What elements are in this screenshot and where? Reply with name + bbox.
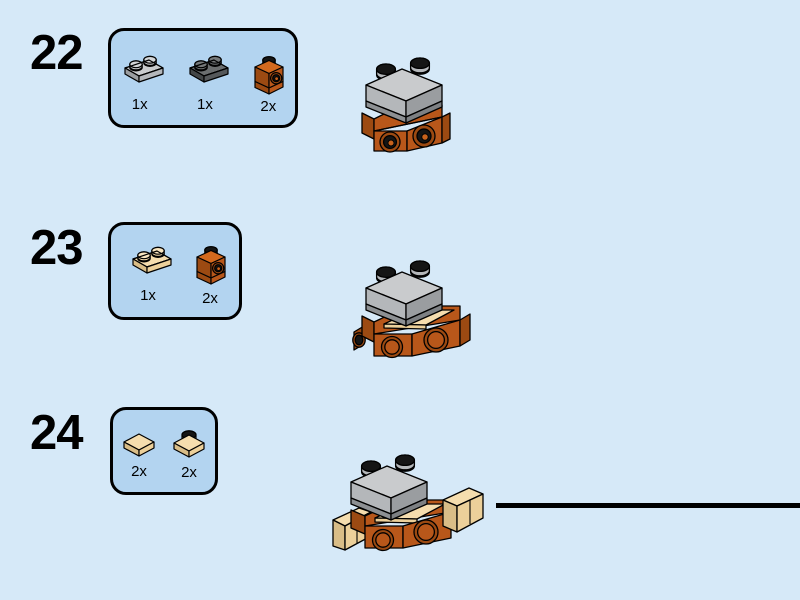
assembly-step-24 (325, 452, 510, 562)
parts-row: 1x (111, 31, 295, 131)
part-plate-1x1-tan[interactable]: 2x (166, 426, 212, 480)
part-qty: 2x (131, 463, 147, 480)
part-brick-1x1-side-stud-orange-23[interactable]: 2x (183, 244, 237, 306)
plate-1x2-light-gray-icon (112, 55, 168, 96)
parts-callout-step-24: 2x (110, 407, 218, 495)
part-plate-1x2-dark-gray[interactable]: 1x (176, 55, 233, 113)
page-divider-rule (496, 503, 800, 508)
part-qty: 1x (140, 287, 156, 304)
part-qty: 1x (131, 96, 148, 113)
part-tile-1x1-tan[interactable]: 2x (116, 427, 162, 479)
brick-1x1-side-stud-orange-icon (185, 244, 235, 290)
parts-row: 2x (113, 410, 215, 494)
assembly-step-22 (350, 55, 500, 170)
brick-1x1-side-stud-orange-icon (243, 54, 293, 98)
tile-1x1-tan-icon (117, 427, 161, 463)
part-plate-1x2-light-gray[interactable]: 1x (111, 55, 168, 113)
part-qty: 2x (202, 290, 218, 307)
plate-1x2-tan-icon (120, 246, 176, 287)
part-qty: 2x (181, 464, 197, 481)
plate-1x2-dark-gray-icon (177, 55, 233, 96)
parts-callout-step-23: 1x (108, 222, 242, 320)
part-qty: 1x (197, 96, 213, 113)
parts-callout-step-22: 1x (108, 28, 298, 128)
step-number-22: 22 (30, 26, 84, 80)
part-plate-1x2-tan[interactable]: 1x (119, 246, 177, 304)
plate-1x1-tan-icon (167, 426, 211, 464)
parts-row: 1x (111, 225, 247, 321)
step-number-23: 23 (30, 221, 84, 275)
part-qty: 2x (260, 98, 277, 115)
step-number-24: 24 (30, 406, 84, 460)
assembly-step-23 (350, 258, 510, 373)
part-brick-1x1-side-stud-orange-22[interactable]: 2x (242, 54, 295, 114)
